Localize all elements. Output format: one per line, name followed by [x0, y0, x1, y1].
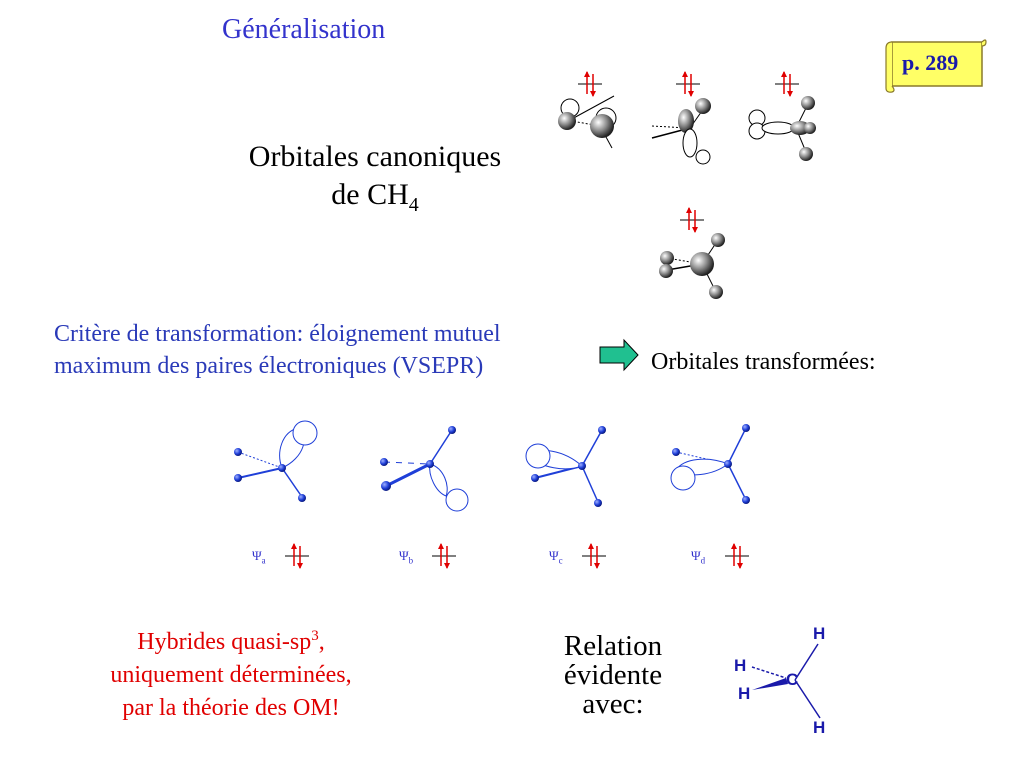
hybrids-line1: Hybrides quasi-sp3, — [66, 620, 396, 659]
psi-sub: d — [700, 555, 706, 566]
transformed-orbital-b — [380, 426, 469, 512]
psi-sub: a — [261, 555, 266, 566]
psi-symbol: Ψ — [691, 548, 701, 563]
hybrids-line1-prefix: Hybrides quasi-sp — [137, 629, 312, 655]
right-arrow-icon — [599, 338, 639, 372]
psi-sub: c — [558, 555, 563, 566]
canonical-line2-prefix: de CH — [331, 178, 409, 211]
relation-line1: Relation — [563, 630, 663, 662]
electron-pair-icon — [724, 542, 750, 570]
psi-symbol: Ψ — [252, 548, 262, 563]
hybrids-line1-suffix: , — [318, 629, 325, 655]
criterion-line1: Critère de transformation: éloignement m… — [54, 321, 501, 347]
hybrids-statement: Hybrides quasi-sp3, uniquement déterminé… — [66, 620, 396, 725]
canonical-orbital-4 — [659, 233, 725, 299]
electron-pair-icon — [675, 70, 701, 98]
canonical-orbital-1 — [558, 95, 617, 149]
hybrids-line1-sup: 3 — [311, 628, 319, 644]
atom-h-top: H — [813, 624, 826, 643]
atom-c-center: C — [786, 670, 799, 689]
electron-pair-icon — [577, 70, 603, 98]
hybrids-line2: uniquement déterminées, — [110, 662, 352, 688]
canonical-orbital-3 — [748, 96, 816, 161]
scroll-icon — [885, 39, 987, 93]
psi-symbol: Ψ — [549, 548, 559, 563]
atom-h-left-front: H — [738, 684, 751, 703]
psi-sub: b — [408, 555, 414, 566]
transformation-criterion: Critère de transformation: éloignement m… — [54, 318, 501, 382]
psi-label-d: Ψd — [691, 548, 705, 566]
transformed-orbital-d — [670, 424, 750, 504]
canonical-line1: Orbitales canoniques — [248, 140, 502, 173]
canonical-orbitals-heading: Orbitales canoniques de CH4 — [220, 138, 530, 224]
hybrids-line3: par la théorie des OM! — [122, 695, 340, 721]
transformed-orbital-a — [234, 420, 318, 502]
relation-statement: Relation évidente avec: — [548, 632, 678, 719]
psi-symbol: Ψ — [399, 548, 409, 563]
psi-label-b: Ψb — [399, 548, 413, 566]
page-reference: p. 289 — [902, 50, 959, 75]
canonical-line2-sub: 4 — [408, 194, 419, 216]
canonical-line2: de CH4 — [220, 176, 530, 224]
psi-label-c: Ψc — [549, 548, 563, 566]
slide-title: Généralisation — [222, 14, 386, 45]
transformed-orbital-c — [525, 426, 606, 507]
relation-line3: avec: — [582, 688, 644, 720]
atom-h-bottom: H — [813, 718, 826, 737]
relation-line2: évidente — [563, 659, 663, 691]
criterion-line2: maximum des paires électroniques (VSEPR) — [54, 353, 484, 379]
canonical-orbital-2 — [651, 98, 711, 165]
electron-pair-icon — [774, 70, 800, 98]
atom-h-left-back: H — [734, 656, 747, 675]
electron-pair-icon — [581, 542, 607, 570]
transformed-orbitals-label: Orbitales transformées: — [651, 349, 876, 375]
psi-label-a: Ψa — [252, 548, 266, 566]
electron-pair-icon — [284, 542, 310, 570]
electron-pair-icon — [431, 542, 457, 570]
electron-pair-icon — [679, 206, 705, 234]
